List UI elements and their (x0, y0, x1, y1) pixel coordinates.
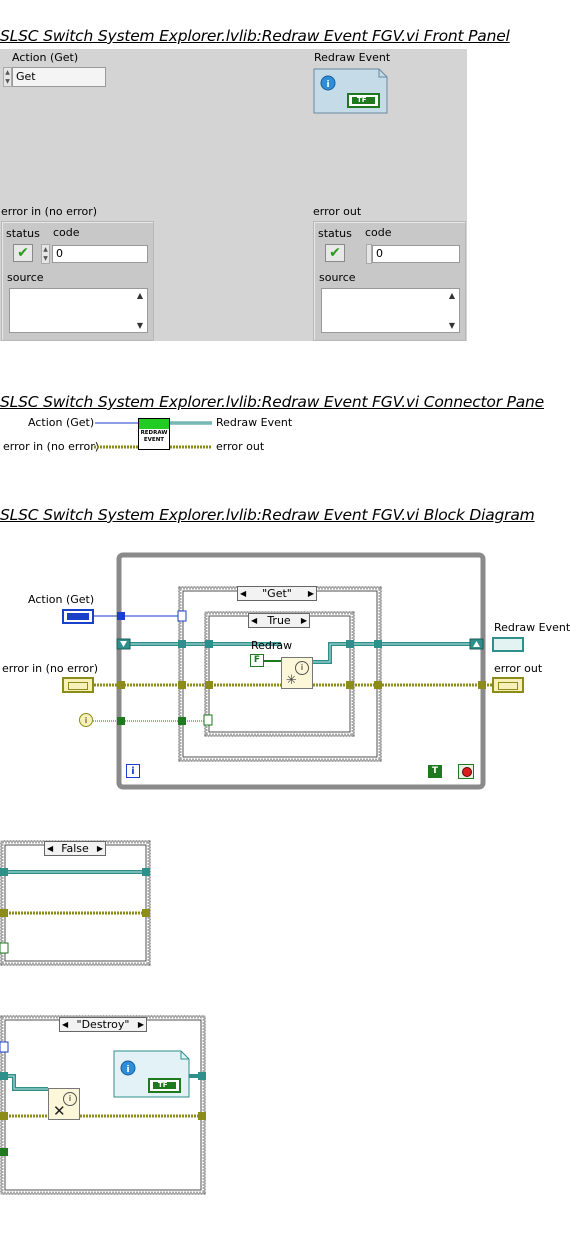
block-diagram-title: SLSC Switch System Explorer.lvlib:Redraw… (0, 506, 535, 524)
error-out-cluster: status code ✔ 0 source ▲ ▼ (313, 221, 466, 341)
scroll-up-icon[interactable]: ▲ (136, 291, 143, 300)
bd-action-label: Action (Get) (28, 593, 95, 606)
redraw-event-indicator: i TF (313, 68, 388, 114)
bd-error-out-label: error out (494, 662, 543, 675)
error-out-label: error out (313, 205, 362, 218)
shift-register-init-icon: i (79, 713, 93, 727)
connector-pane-title: SLSC Switch System Explorer.lvlib:Redraw… (0, 393, 545, 411)
svg-text:i: i (126, 1065, 129, 1075)
redraw-const-label: Redraw (251, 639, 293, 652)
error-out-status-indicator: ✔ (325, 244, 345, 262)
generate-user-event-node: i ✳ (281, 657, 313, 689)
redraw-event-terminal (492, 637, 524, 652)
outer-case-selector[interactable]: ◀ "Get" ▶ (237, 586, 317, 601)
error-out-terminal (492, 677, 524, 693)
error-in-code-field[interactable]: 0 (52, 245, 148, 263)
error-in-code-spinner[interactable]: ▲▼ (41, 244, 50, 264)
scroll-down-icon[interactable]: ▼ (136, 321, 143, 330)
error-in-source-field[interactable]: ▲ ▼ (9, 288, 148, 333)
vi-icon-text-2: EVENT (143, 437, 165, 443)
stop-condition-terminal (458, 764, 474, 779)
bd-error-in-label: error in (no error) (2, 662, 99, 675)
action-increment-decrement[interactable]: ▲▼ (3, 67, 12, 87)
next-case-icon[interactable]: ▶ (96, 844, 103, 853)
prev-case-icon[interactable]: ◀ (62, 1020, 69, 1029)
user-event-refnum-constant: i TF (113, 1050, 190, 1098)
loop-iteration-terminal: i (126, 764, 140, 778)
error-in-code-label: code (53, 226, 80, 239)
false-constant: F (250, 654, 264, 667)
destroy-case-selector[interactable]: ◀ "Destroy" ▶ (59, 1017, 147, 1032)
error-in-source-label: source (7, 271, 44, 284)
destroy-case-value: "Destroy" (76, 1018, 130, 1031)
action-label: Action (Get) (12, 51, 79, 64)
error-in-status-label: status (6, 227, 40, 240)
destroy-case-frame (0, 1015, 206, 1195)
connector-pane-wires (94, 421, 212, 449)
action-enum-control[interactable]: Get (12, 67, 106, 87)
destroy-user-event-node: i ✕ (48, 1088, 80, 1120)
true-constant: T (428, 765, 442, 778)
tf-text: TF (158, 1081, 168, 1089)
svg-text:i: i (326, 80, 329, 90)
error-in-label: error in (no error) (1, 205, 98, 218)
cp-error-out-label: error out (216, 440, 265, 453)
error-in-status-checkbox[interactable]: ✔ (13, 244, 33, 262)
cp-error-in-label: error in (no error) (3, 440, 100, 453)
next-case-icon[interactable]: ▶ (300, 616, 307, 625)
inner-case-value: True (267, 614, 291, 627)
error-out-code-field: 0 (372, 245, 460, 263)
error-in-cluster: status code ✔ ▲▼ 0 source ▲ ▼ (1, 221, 154, 341)
error-out-code-label: code (365, 226, 392, 239)
error-out-source-field: ▲ ▼ (321, 288, 460, 333)
bd-redraw-event-label: Redraw Event (494, 621, 571, 634)
error-out-radix (366, 244, 372, 264)
vi-icon: REDRAW EVENT (138, 418, 170, 450)
false-case-value: False (61, 842, 89, 855)
inner-case-selector[interactable]: ◀ True ▶ (248, 613, 310, 628)
action-enum-terminal (62, 609, 94, 624)
prev-case-icon[interactable]: ◀ (240, 589, 247, 598)
prev-case-icon[interactable]: ◀ (47, 844, 54, 853)
error-in-terminal (62, 677, 94, 693)
vi-icon-text-1: REDRAW (140, 430, 168, 436)
scroll-down-icon[interactable]: ▼ (448, 321, 455, 330)
false-case-frame (0, 840, 151, 966)
redraw-event-label: Redraw Event (314, 51, 391, 64)
tf-text: TF (357, 96, 367, 104)
cp-action-label: Action (Get) (28, 416, 95, 429)
cp-redraw-event-label: Redraw Event (216, 416, 293, 429)
front-panel-title: SLSC Switch System Explorer.lvlib:Redraw… (0, 27, 510, 45)
error-out-source-label: source (319, 271, 356, 284)
outer-case-value: "Get" (262, 587, 292, 600)
false-case-selector[interactable]: ◀ False ▶ (44, 841, 106, 856)
prev-case-icon[interactable]: ◀ (251, 616, 258, 625)
error-out-status-label: status (318, 227, 352, 240)
next-case-icon[interactable]: ▶ (307, 589, 314, 598)
scroll-up-icon[interactable]: ▲ (448, 291, 455, 300)
next-case-icon[interactable]: ▶ (137, 1020, 144, 1029)
